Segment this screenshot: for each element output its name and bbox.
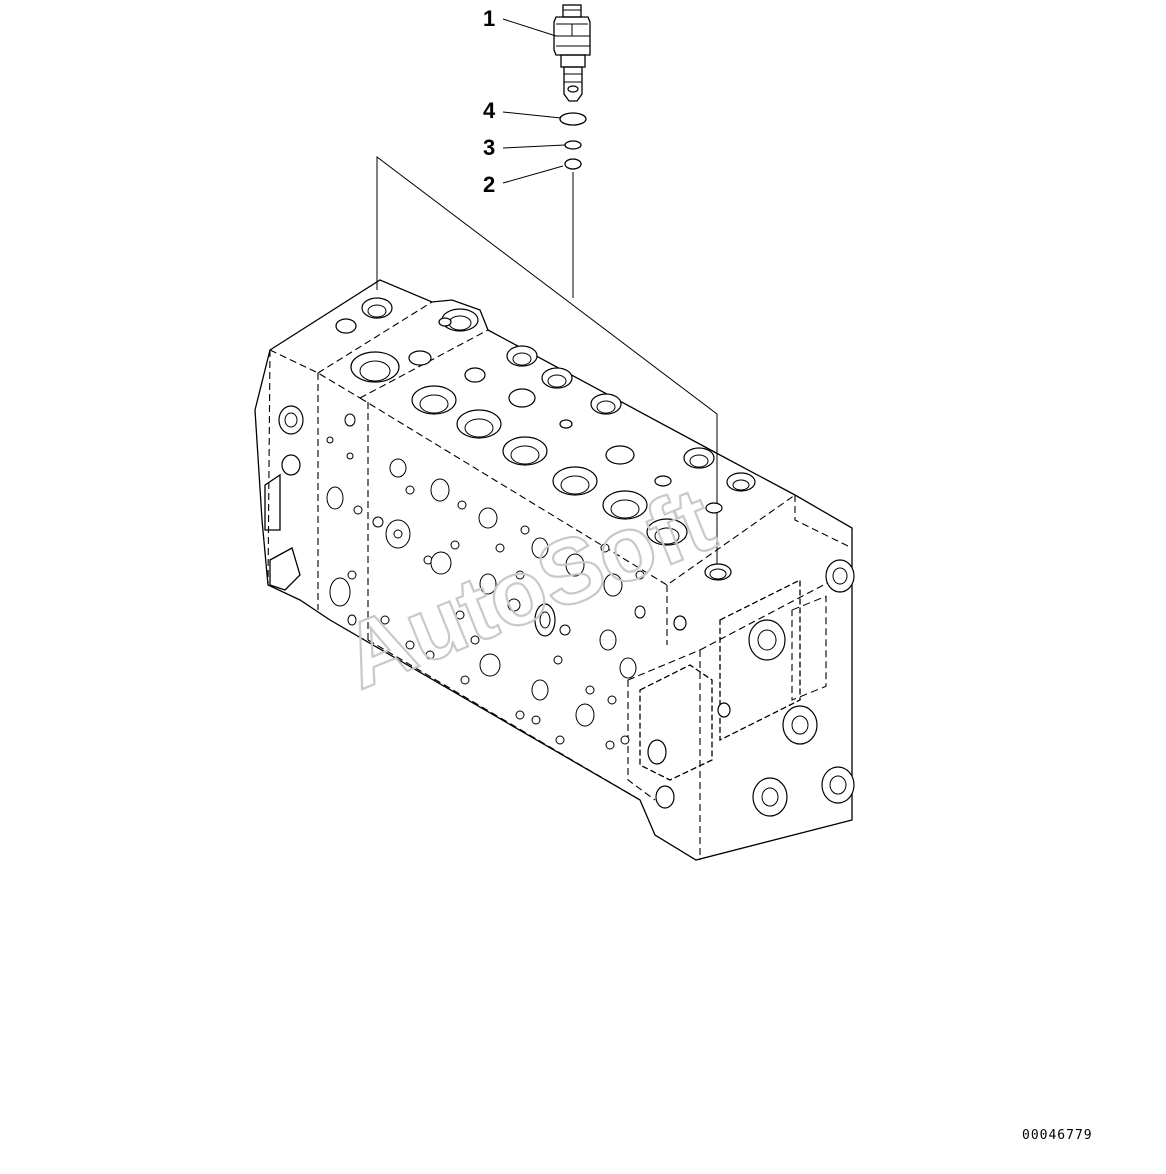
callout-label-3: 3 bbox=[483, 135, 495, 160]
part-2-o-ring[interactable] bbox=[564, 158, 582, 170]
callout-2[interactable]: 2 bbox=[483, 165, 564, 197]
document-number: 00046779 bbox=[1022, 1128, 1093, 1143]
callout-3[interactable]: 3 bbox=[483, 135, 566, 160]
watermark: AutoSoft bbox=[329, 469, 727, 709]
leader-line-4 bbox=[502, 111, 562, 119]
control-valve-body bbox=[254, 279, 855, 861]
leader-line-2 bbox=[502, 165, 564, 184]
leader-line-1 bbox=[502, 18, 557, 37]
part-1-valve-cartridge[interactable] bbox=[553, 4, 591, 102]
callout-1[interactable]: 1 bbox=[483, 6, 557, 37]
callout-label-1: 1 bbox=[483, 6, 495, 31]
part-3-backup-ring[interactable] bbox=[564, 140, 582, 150]
callout-4[interactable]: 4 bbox=[483, 98, 562, 123]
callout-label-4: 4 bbox=[483, 98, 496, 123]
callout-label-2: 2 bbox=[483, 172, 495, 197]
assembly-reference-lines bbox=[376, 155, 718, 570]
leader-line-3 bbox=[502, 144, 566, 149]
part-4-o-ring[interactable] bbox=[559, 112, 587, 126]
